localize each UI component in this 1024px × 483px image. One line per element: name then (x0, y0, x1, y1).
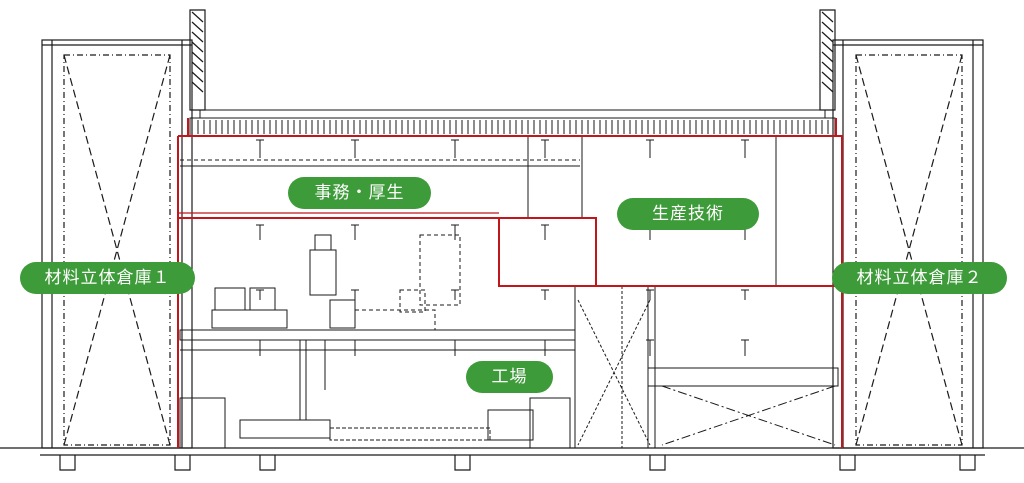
factory-label: 工場 (466, 361, 553, 393)
interior-structure (179, 136, 839, 449)
zone-outlines (177, 118, 843, 448)
material-warehouse-1-label: 材料立体倉庫１ (20, 262, 195, 294)
left-warehouse (41, 9, 206, 449)
right-warehouse (819, 9, 984, 449)
ground-line (0, 447, 1024, 471)
factory-machinery (211, 234, 534, 441)
roof-truss (189, 109, 836, 137)
production-engineering-label: 生産技術 (617, 198, 759, 230)
column-heads (256, 139, 749, 356)
office-welfare-label: 事務・厚生 (288, 177, 431, 209)
material-warehouse-2-label: 材料立体倉庫２ (832, 262, 1007, 294)
